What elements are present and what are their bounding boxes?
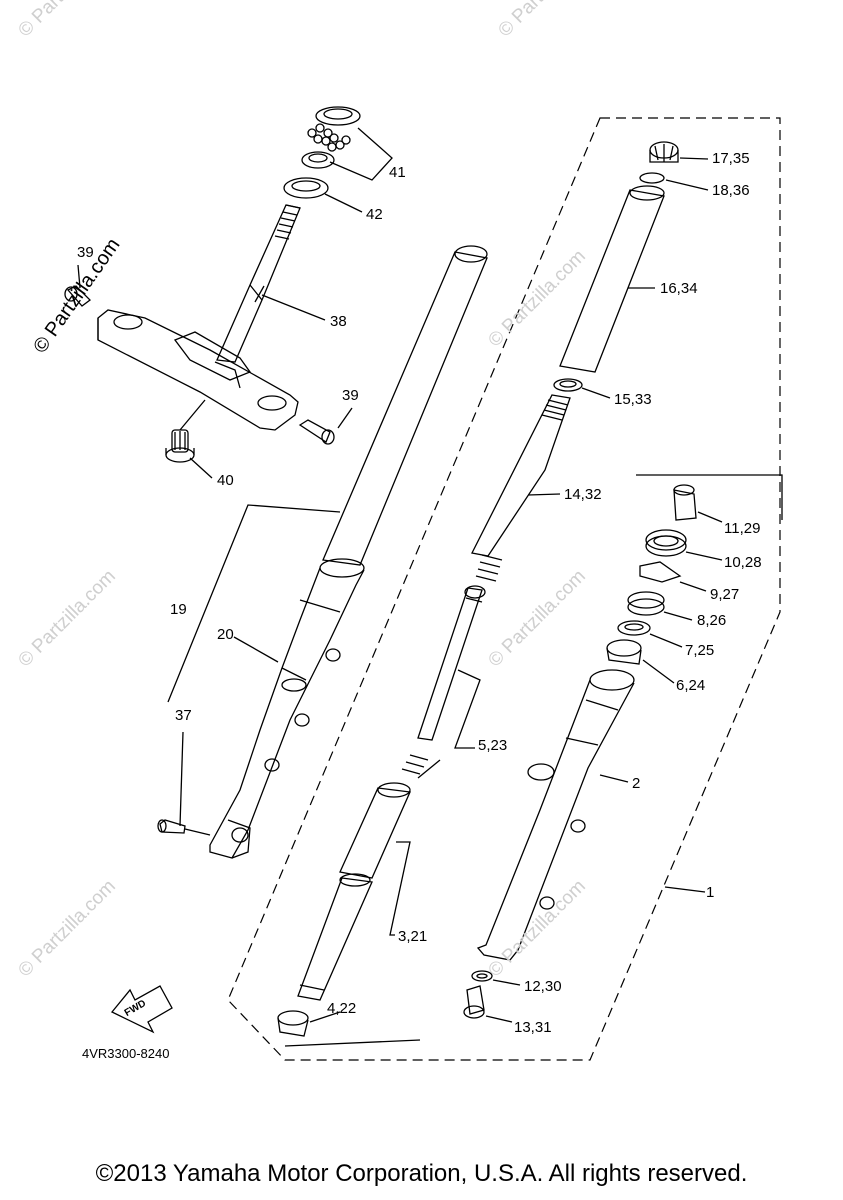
- inner-tube: [322, 245, 488, 566]
- callout-20: 20: [217, 626, 234, 643]
- clip-9: [639, 561, 682, 583]
- leader-4: [309, 1011, 341, 1023]
- callout-10-28: 10,28: [724, 554, 762, 571]
- rebound-spring-3: [339, 782, 411, 879]
- leader-41: [329, 127, 393, 181]
- callout-41: 41: [389, 164, 406, 181]
- leader-10: [685, 551, 723, 561]
- callout-17-35: 17,35: [712, 150, 750, 167]
- damper-rod: [401, 585, 486, 775]
- callout-9-27: 9,27: [710, 586, 740, 603]
- callout-11-29: 11,29: [724, 520, 761, 537]
- leader-11: [697, 511, 723, 523]
- bracket-11-6: [636, 474, 783, 520]
- leader-39a: [77, 264, 81, 289]
- bearing-balls: [307, 123, 351, 152]
- leader-12: [492, 979, 521, 986]
- diagram-code: 4VR3300-8240: [82, 1046, 170, 1061]
- fwd-arrow-icon: [110, 985, 173, 1034]
- callout-15-33: 15,33: [614, 391, 652, 408]
- callout-6-24: 6,24: [676, 677, 706, 694]
- callout-12-30: 12,30: [524, 978, 562, 995]
- leader-42: [324, 193, 363, 213]
- bushing-11: [673, 484, 697, 521]
- bearing-race-middle: [301, 151, 335, 169]
- leader-2: [599, 774, 629, 783]
- callout-40: 40: [217, 472, 234, 489]
- callout-38: 38: [330, 313, 347, 330]
- leader-14: [527, 493, 561, 496]
- stem-nut: [165, 429, 195, 463]
- fork-spring-14: [471, 394, 571, 582]
- oil-seal-10: [645, 529, 687, 557]
- callout-4-22: 4,22: [327, 1000, 357, 1017]
- callout-16-34: 16,34: [660, 280, 698, 297]
- leader-17: [679, 157, 709, 160]
- leader-7: [649, 633, 683, 648]
- washer-15: [553, 378, 583, 392]
- assembly-dashed-outline: [227, 117, 781, 1061]
- callout-1: 1: [706, 884, 715, 901]
- bracket-19: [167, 504, 341, 703]
- leader-38: [261, 294, 326, 321]
- callout-3-21: 3,21: [398, 928, 428, 945]
- drain-bolt: [157, 819, 211, 836]
- bearing-race-lower: [283, 177, 329, 199]
- bracket-3: [389, 841, 411, 936]
- leader-13: [485, 1015, 513, 1023]
- callout-39-left: 39: [77, 244, 94, 261]
- gasket-12: [471, 970, 493, 982]
- washer-8: [627, 591, 665, 616]
- callout-37: 37: [175, 707, 192, 724]
- leader-40: [189, 457, 213, 479]
- leader-15: [581, 387, 611, 399]
- callout-5-23: 5,23: [478, 737, 508, 754]
- leader-6: [642, 659, 675, 684]
- under-bracket: [97, 309, 299, 431]
- leader-39b: [337, 407, 353, 429]
- cap-bolt: [649, 141, 679, 163]
- leader-5-low: [417, 759, 441, 779]
- bolt-13: [463, 985, 485, 1019]
- callout-13-31: 13,31: [514, 1019, 552, 1036]
- bracket-4-bottom: [284, 1039, 421, 1047]
- outer-tube-assembly: [209, 558, 365, 859]
- leader-37: [179, 731, 184, 827]
- leader-8: [663, 611, 693, 621]
- callout-8-26: 8,26: [697, 612, 727, 629]
- callout-2: 2: [632, 775, 641, 792]
- spacer-16: [559, 185, 665, 373]
- washer-7: [617, 620, 651, 636]
- oil-lock-piece-4: [297, 873, 373, 1001]
- copyright-notice: ©2013 Yamaha Motor Corporation, U.S.A. A…: [95, 1160, 748, 1187]
- bracket-5: [454, 669, 481, 749]
- callout-7-25: 7,25: [685, 642, 715, 659]
- o-ring-18: [639, 172, 665, 184]
- bottom-piece-4: [277, 1010, 309, 1037]
- callout-39-right: 39: [342, 387, 359, 404]
- callout-18-36: 18,36: [712, 182, 750, 199]
- callout-19: 19: [170, 601, 187, 618]
- stem-axis: [179, 399, 206, 431]
- callout-14-32: 14,32: [564, 486, 602, 503]
- leader-9: [679, 581, 707, 592]
- leader-20: [233, 636, 279, 663]
- bearing-race-upper: [315, 106, 361, 126]
- callout-42: 42: [366, 206, 383, 223]
- pinch-bolt-right: [298, 419, 335, 445]
- bushing-6: [606, 639, 642, 665]
- pinch-bolt-left: [64, 285, 91, 307]
- leader-1: [664, 886, 706, 893]
- steering-stem: [216, 204, 301, 363]
- leader-18: [665, 179, 709, 191]
- outer-tube-2: [476, 669, 635, 961]
